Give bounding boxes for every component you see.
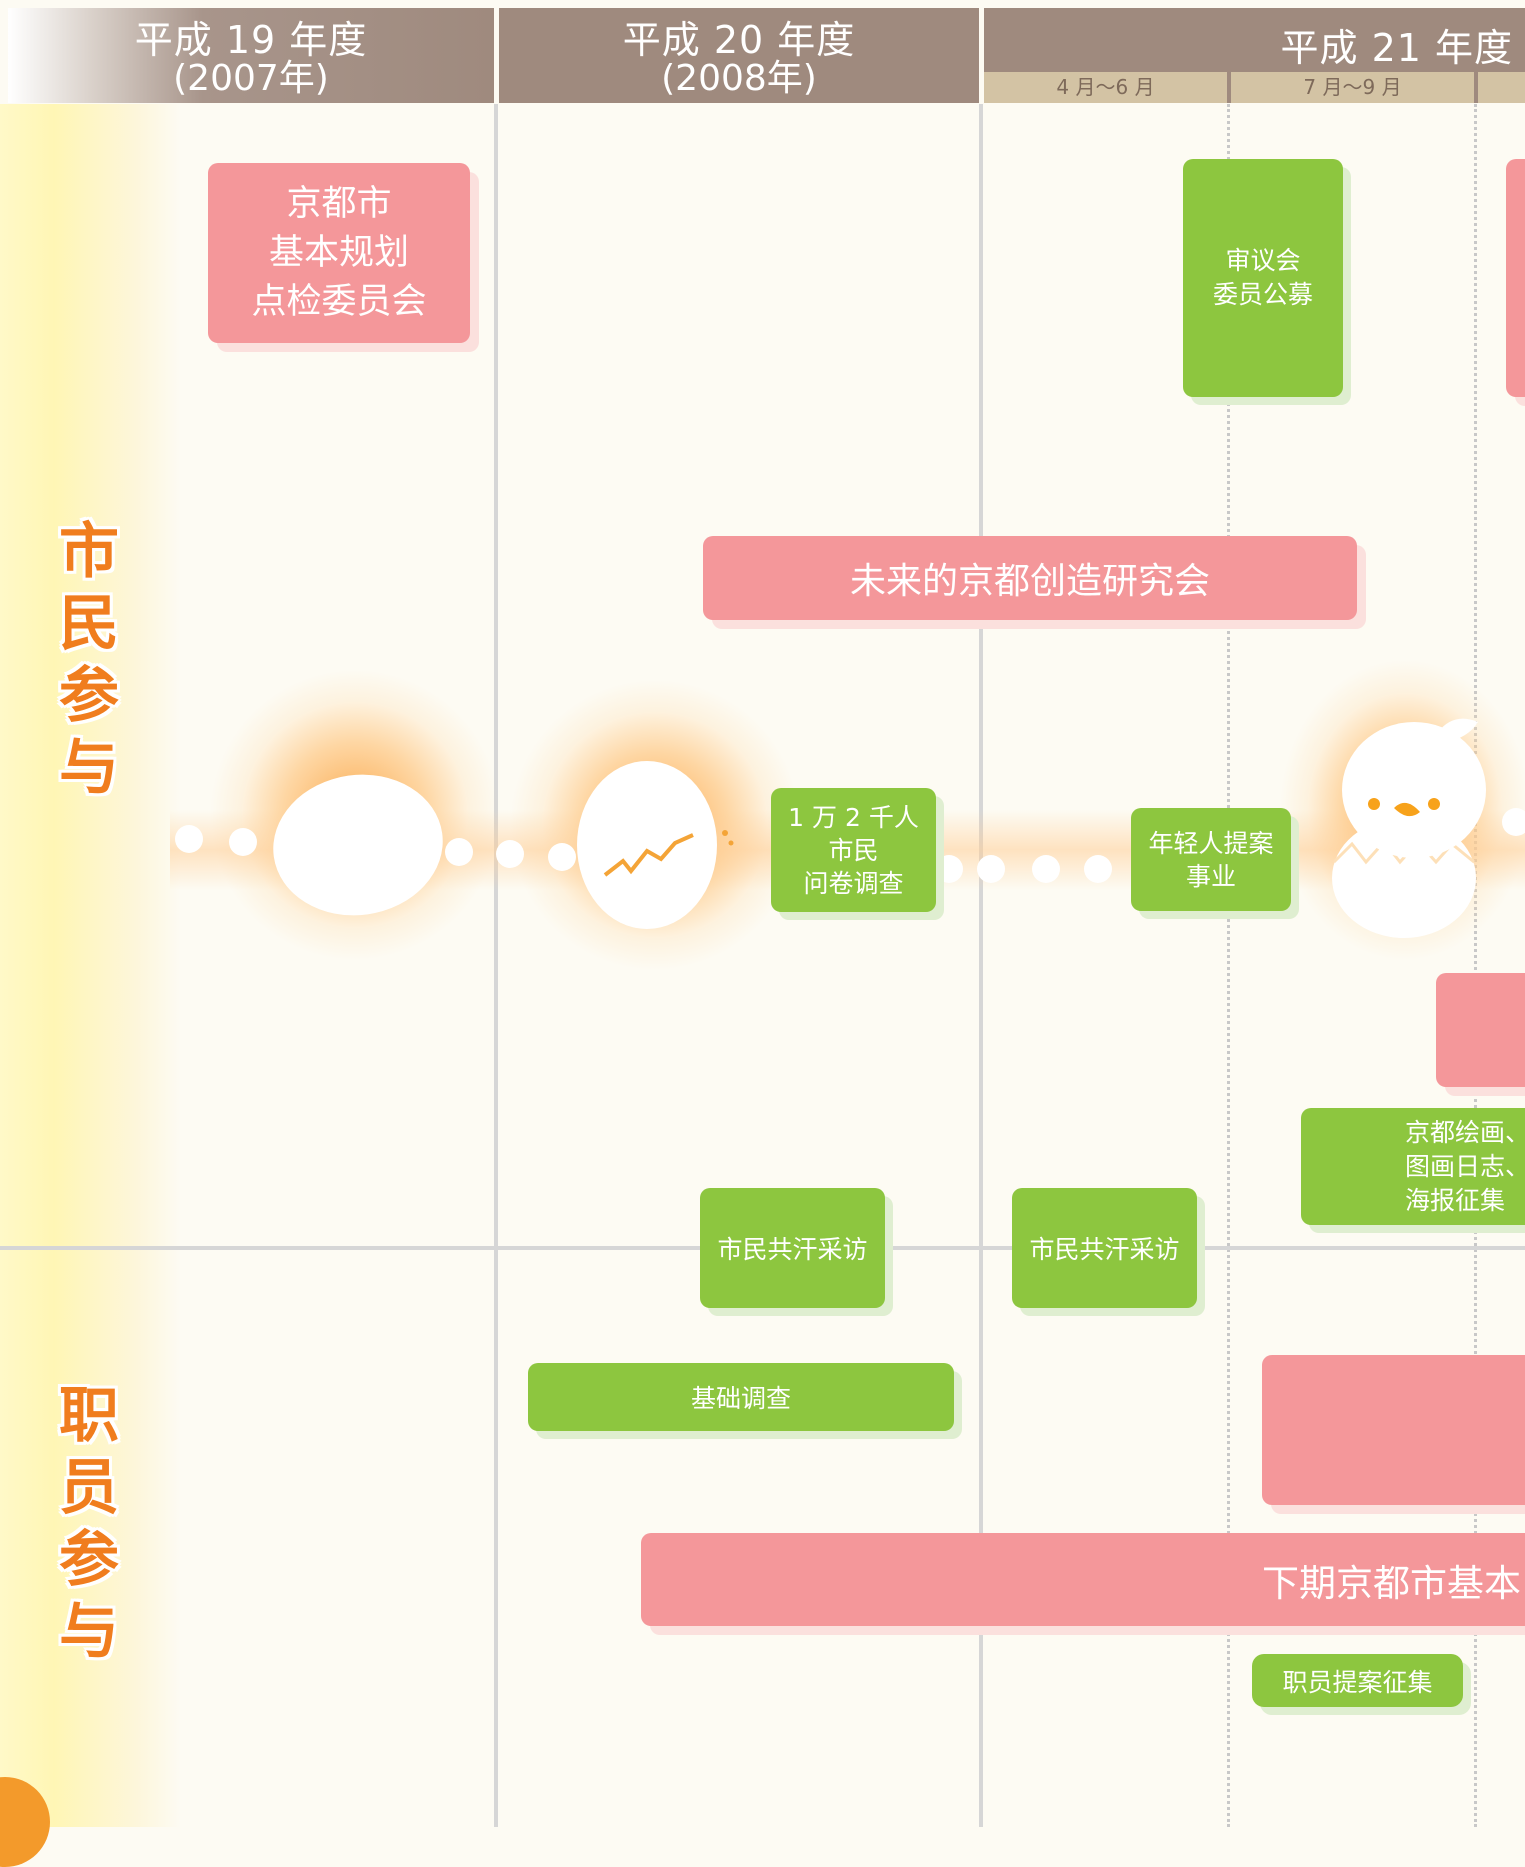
- staff-char-3: 参: [59, 1525, 119, 1595]
- interview-label-2: 市民共汗采访: [1029, 1235, 1180, 1264]
- chick-icon: [1332, 718, 1486, 938]
- kyoto-drawing-box: 京都绘画、 图画日志、 海报征集: [1301, 1108, 1525, 1225]
- next-plan-box: 下期京都市基本: [641, 1533, 1525, 1626]
- quarter-jul-sep: 7 月〜9 月: [1231, 72, 1474, 103]
- fy21-pink-box-bottom: [1262, 1355, 1525, 1505]
- staff-char-4: 与: [59, 1597, 119, 1667]
- timeline-dot: [1502, 808, 1525, 836]
- kyoto-drawing-label: 京都绘画、 图画日志、 海报征集: [1405, 1117, 1525, 1215]
- timeline-dot: [175, 825, 203, 853]
- timeline-dot: [229, 828, 257, 856]
- staff-char-1: 职: [59, 1381, 119, 1451]
- future-study-box: 未来的京都创造研究会: [703, 536, 1357, 620]
- timeline-dot: [935, 855, 963, 883]
- citizen-char-3: 参: [59, 661, 119, 731]
- fy20-header: 平成 20 年度 (2008年): [499, 8, 979, 103]
- cracked-egg-icon: [577, 761, 734, 929]
- review-committee-label: 京都市 基本规划 点检委员会: [251, 183, 427, 322]
- divider-fy20-fy21: [979, 104, 983, 1827]
- citizen-char-2: 民: [59, 589, 119, 659]
- quarter-divider-1: [1227, 104, 1230, 1827]
- interview-box-2: 市民共汗采访: [1012, 1188, 1197, 1308]
- quarter-next: [1478, 72, 1525, 103]
- citizen-char-4: 与: [59, 733, 119, 803]
- staff-proposal-box: 职员提案征集: [1252, 1654, 1463, 1707]
- fy20-title: 平成 20 年度: [622, 18, 856, 62]
- timeline-dot: [548, 843, 576, 871]
- future-study-label: 未来的京都创造研究会: [849, 561, 1210, 602]
- fy19-title: 平成 19 年度: [134, 18, 368, 62]
- review-committee-box: 京都市 基本规划 点检委员会: [208, 163, 470, 343]
- next-plan-label: 下期京都市基本: [1262, 1561, 1521, 1605]
- fy20-year: (2008年): [661, 58, 817, 99]
- egg-icon: [273, 774, 443, 916]
- staff-char-2: 员: [59, 1453, 119, 1523]
- quarter-divider-2: [1474, 104, 1477, 1827]
- council-recruit-label: 审议会 委员公募: [1212, 246, 1313, 309]
- fy21-pink-box-mid: [1436, 973, 1525, 1087]
- timeline-dot: [1084, 855, 1112, 883]
- corner-decoration: [0, 1777, 50, 1867]
- citizen-survey-label: 1 万 2 千人 市民 问卷调查: [788, 802, 919, 898]
- basic-survey-label: 基础调查: [690, 1384, 791, 1413]
- timeline-dot: [977, 855, 1005, 883]
- timeline-dot: [1032, 855, 1060, 883]
- fy21-title: 平成 21 年度: [1280, 26, 1513, 70]
- divider-fy19-fy20: [494, 104, 498, 1827]
- interview-box-1: 市民共汗采访: [700, 1188, 885, 1308]
- citizen-section-title: 市 民 参 与: [54, 516, 124, 804]
- quarter-apr-jun: 4 月〜6 月: [984, 72, 1227, 103]
- section-band: [0, 104, 180, 1867]
- fy19-year: (2007年): [173, 58, 329, 99]
- basic-survey-box: 基础调查: [528, 1363, 954, 1431]
- youth-proposal-label: 年轻人提案 事业: [1148, 828, 1274, 891]
- council-recruit-box: 审议会 委员公募: [1183, 159, 1343, 397]
- timeline-dot: [445, 838, 473, 866]
- citizen-char-1: 市: [59, 517, 119, 587]
- fy19-header: 平成 19 年度 (2007年): [8, 8, 494, 103]
- staff-proposal-label: 职员提案征集: [1282, 1667, 1433, 1697]
- youth-proposal-box: 年轻人提案 事业: [1131, 808, 1291, 911]
- interview-label-1: 市民共汗采访: [717, 1235, 868, 1264]
- fy21-pink-box-top: [1506, 159, 1525, 397]
- citizen-survey-box: 1 万 2 千人 市民 问卷调查: [771, 788, 936, 912]
- staff-section-title: 职 员 参 与: [54, 1380, 124, 1668]
- timeline-dot: [496, 840, 524, 868]
